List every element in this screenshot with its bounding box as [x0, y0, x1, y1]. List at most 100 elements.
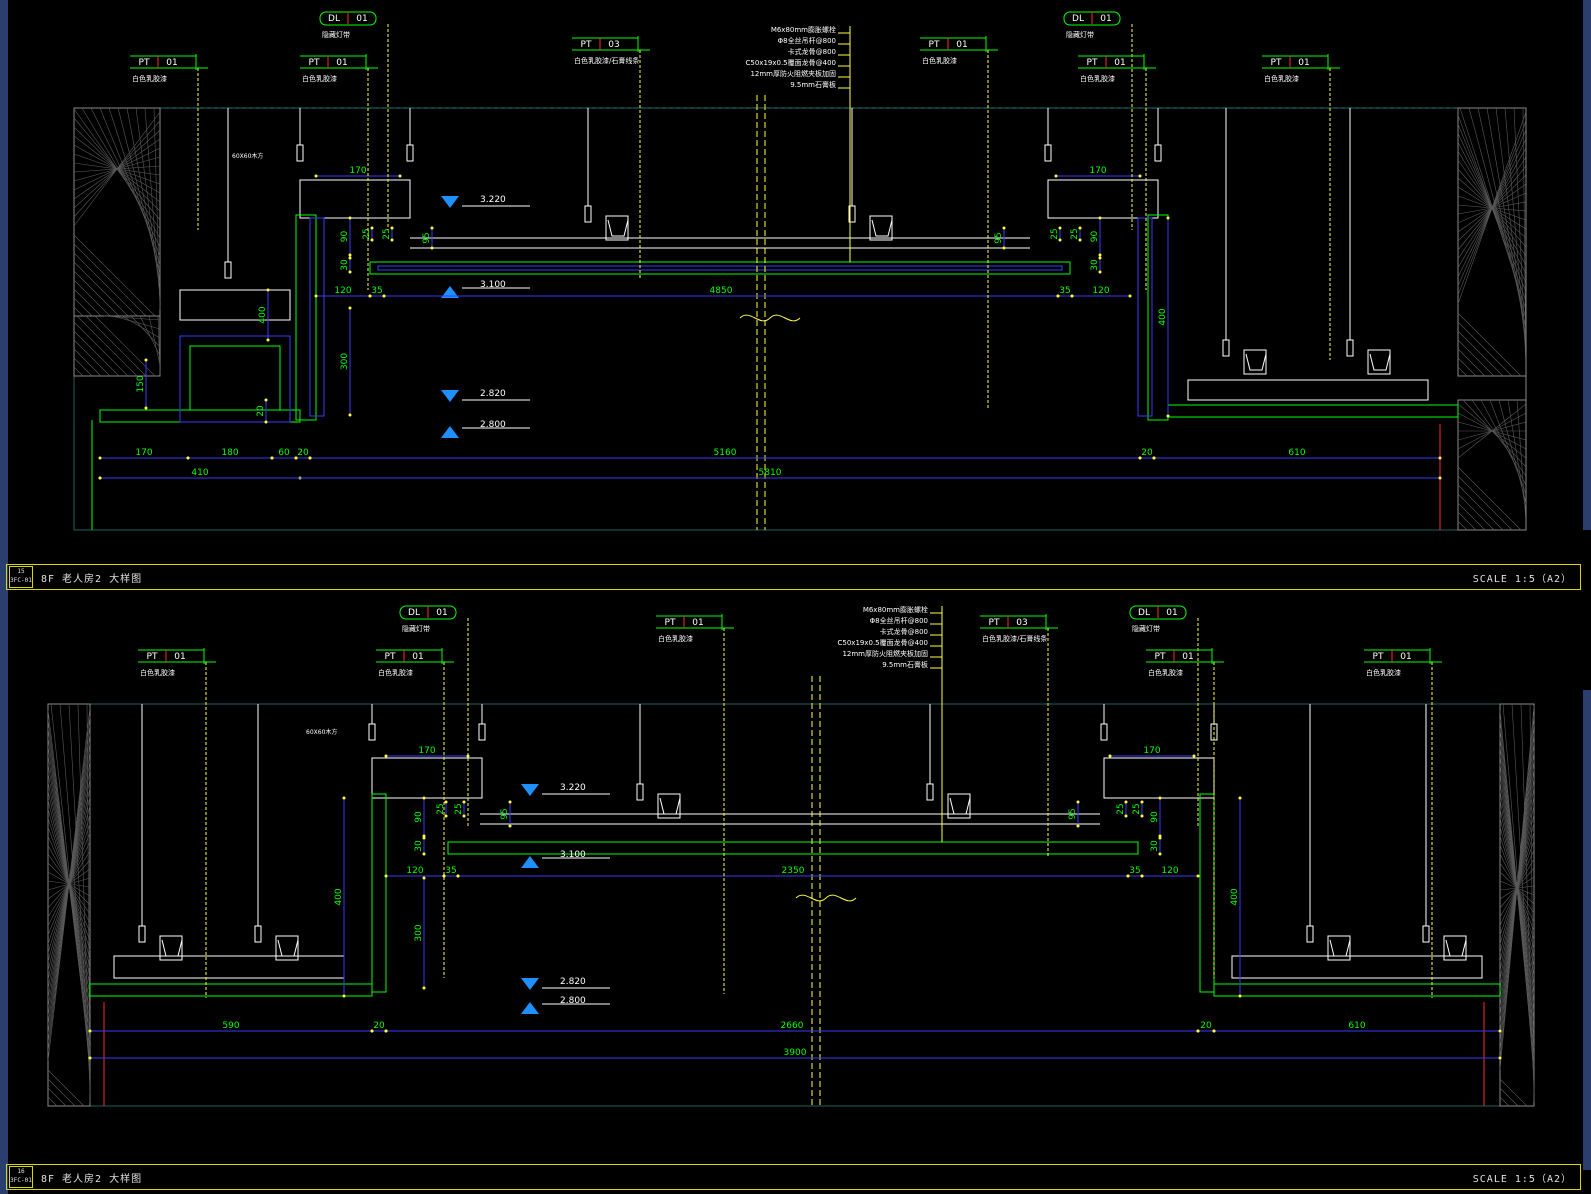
dim-text: 400 [334, 888, 344, 905]
hanger-clip [1154, 144, 1162, 162]
hatch-line [85, 315, 147, 377]
hatch-line [77, 703, 91, 1095]
hatch-line [73, 234, 156, 317]
material-note: 卡式龙骨@800 [788, 47, 836, 56]
dim-tick [422, 836, 426, 840]
left-wall-upper-lines [73, 107, 161, 317]
dim-text: 120 [1092, 286, 1109, 296]
small-note: 60X60木方 [232, 152, 263, 160]
runner-clip [1245, 353, 1267, 371]
hatch-line [1480, 399, 1527, 486]
dim-tick [266, 338, 270, 342]
dim-text: 20 [373, 1021, 385, 1031]
dim-tick [370, 1029, 374, 1033]
hatch-line [1511, 703, 1535, 1085]
tag-num: 01 [1114, 58, 1125, 68]
dim-tick [1108, 754, 1112, 758]
dim-tick [1098, 216, 1102, 220]
hatch-line [148, 315, 161, 366]
tag-code: PT [581, 40, 592, 50]
runner-clip [1369, 353, 1391, 371]
hanger-clip [406, 144, 414, 162]
hatch-line [1457, 339, 1495, 377]
dim-tick [1128, 294, 1132, 298]
runner-clip [277, 939, 299, 957]
dim-text: 25 [454, 803, 464, 814]
runner-clip [871, 219, 893, 237]
dim-text: 4850 [710, 286, 733, 296]
dim-tick [422, 852, 426, 856]
hanger-clip [584, 205, 592, 223]
hatch-line [47, 1078, 76, 1107]
ceiling-panel [447, 841, 1139, 855]
tag-note: 隐藏灯带 [1132, 624, 1160, 633]
hanger-clip [1044, 144, 1052, 162]
level-marker [521, 856, 539, 868]
ceiling-panel [369, 261, 1071, 275]
dim-tick [88, 1056, 92, 1060]
dim-tick [98, 476, 102, 480]
dim-tick [384, 1029, 388, 1033]
dim-tick [508, 824, 512, 828]
hatch-line [86, 703, 91, 1104]
dim-text: 20 [297, 448, 309, 458]
dim-tick [368, 294, 372, 298]
hanger-clip [1222, 339, 1230, 357]
dim-tick [186, 456, 190, 460]
level-text: 2.820 [480, 389, 506, 399]
level-text: 2.820 [560, 977, 586, 987]
material-note: 9.5mm石膏板 [790, 80, 836, 89]
tag-num: 01 [1400, 652, 1411, 662]
dim-tick [390, 226, 394, 230]
right-edge-bottom [1583, 690, 1591, 1170]
tag-code: DL [1072, 14, 1084, 24]
dim-tick [342, 994, 346, 998]
hatch-line [1499, 1096, 1510, 1107]
left-wall-step-lines [73, 315, 161, 377]
dim-text: 90 [414, 811, 424, 823]
dim-tick [1138, 174, 1142, 178]
tag-num: 01 [166, 58, 177, 68]
tag-note: 隐藏灯带 [322, 30, 350, 39]
level-marker [441, 426, 459, 438]
right-bulkhead-side [1199, 793, 1215, 993]
dim-tick [444, 800, 448, 804]
hatch-line [59, 703, 91, 1077]
hatch-line [90, 107, 161, 248]
dim-tick [1166, 216, 1170, 220]
tag-num: 03 [608, 40, 619, 50]
tag-num: 03 [1016, 618, 1027, 628]
dim-text: 590 [222, 1021, 239, 1031]
dim-text: 30 [414, 840, 424, 852]
runner-clip [1445, 939, 1467, 957]
main-runner [1327, 935, 1351, 961]
dim-text: 90 [340, 231, 350, 243]
dim-tick [144, 358, 148, 362]
dim-text: 20 [1141, 448, 1153, 458]
dim-tick [370, 238, 374, 242]
dim-tick [1438, 456, 1442, 460]
main-runner [869, 215, 893, 241]
hatch-line [47, 1069, 85, 1107]
dim-tick [462, 800, 466, 804]
tag-num: 01 [692, 618, 703, 628]
hatch-line [1457, 357, 1477, 377]
hatch-line [73, 366, 84, 377]
level-text: 3.220 [480, 195, 506, 205]
left-wall-lines [47, 703, 91, 1107]
left-runner-box [179, 289, 291, 321]
dim-tick [342, 796, 346, 800]
hatch-line [68, 703, 91, 1086]
drawing-title: 8F 老人房2 大样图 [41, 1174, 143, 1185]
hatch-line [1513, 107, 1527, 365]
dim-text: 95 [422, 232, 432, 243]
drawing-number-15: 15 3FC-01 [9, 566, 33, 588]
dim-tick [1058, 238, 1062, 242]
dim-text: 610 [1288, 448, 1305, 458]
dim-tick [1140, 874, 1144, 878]
dim-text: 3900 [784, 1048, 807, 1058]
main-runner [1367, 349, 1391, 375]
material-note: 9.5mm石膏板 [882, 660, 928, 669]
right-bulkhead-inner [1137, 217, 1153, 417]
hatch-line [1520, 703, 1535, 1094]
